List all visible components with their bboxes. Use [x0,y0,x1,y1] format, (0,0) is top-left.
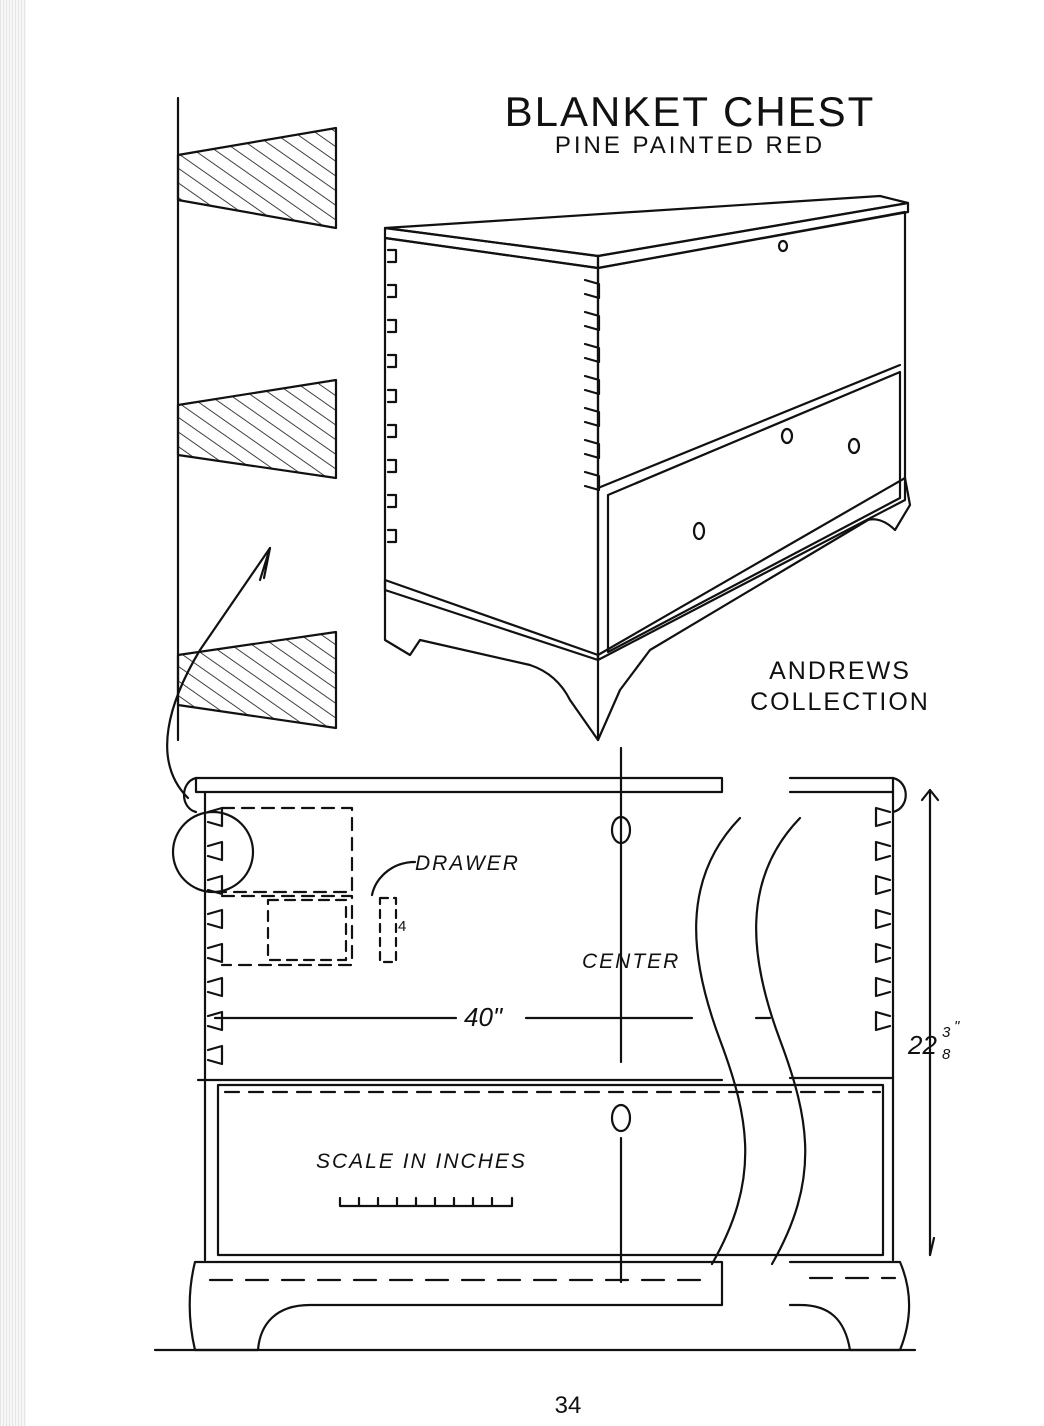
page-number: 34 [0,1392,1044,1420]
height-fraction-denominator: 8 [942,1046,950,1063]
drawer-depth-dimension: 4 [398,918,406,935]
collection-credit: ANDREWS COLLECTION [740,656,940,718]
dovetail-detail [167,98,336,798]
height-dimension-whole: 22 [908,1030,937,1061]
width-dimension: 40" [464,1002,502,1033]
height-fraction-numerator: 3 [942,1024,950,1041]
height-inch-mark: " [954,1018,959,1035]
center-label: CENTER [582,950,680,974]
scale-label: SCALE IN INCHES [316,1150,527,1174]
drawing-subtitle: PINE PAINTED RED [500,132,880,160]
drawing-title: BLANKET CHEST [500,88,880,136]
chest-front-elevation [155,748,938,1350]
drawer-label: DRAWER [415,852,520,876]
